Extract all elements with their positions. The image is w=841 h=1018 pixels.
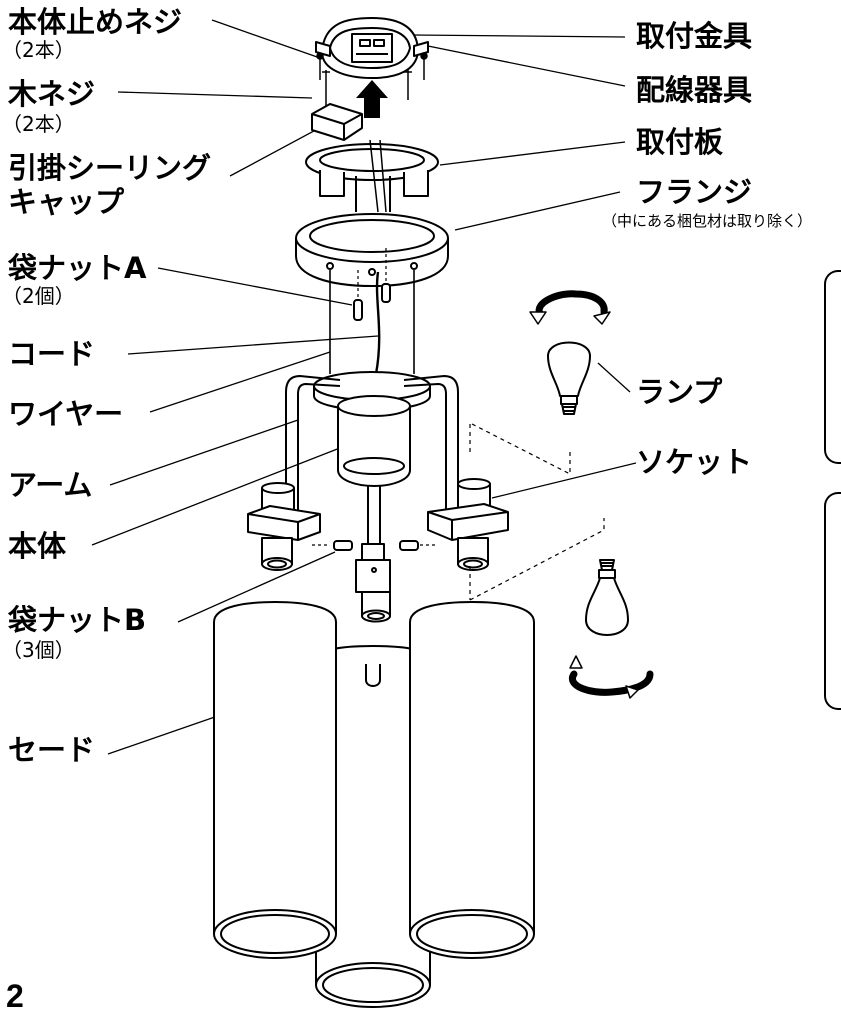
ceiling-cap (311, 103, 363, 141)
label-body: 本体 (8, 529, 67, 563)
label-body-screw: 本体止めネジ (8, 5, 183, 39)
lamp-guides (469, 423, 605, 601)
side-panel-bracket-bottom (824, 492, 841, 710)
cap-nuts-b (312, 540, 436, 551)
socket-center (355, 543, 391, 623)
label-lamp: ランプ (636, 375, 723, 409)
label-flange: フランジ (636, 175, 753, 209)
leader-lines (91, 19, 637, 755)
mounting-plate (305, 139, 439, 213)
label-cap-nut-a: 袋ナットA (8, 251, 147, 285)
label-cap-nut-b: 袋ナットB (8, 603, 147, 637)
label-wire: ワイヤー (8, 397, 124, 431)
label-mounting-bracket: 取付金具 (636, 19, 753, 53)
shade-center (315, 645, 431, 1008)
label-arm: アーム (8, 468, 93, 502)
page-number: 2 (6, 978, 24, 1014)
cord (374, 271, 381, 375)
wires (329, 270, 415, 374)
flange (295, 213, 449, 300)
wood-screws (322, 70, 412, 108)
label-flange-note: （中にある梱包材は取り除く） (602, 212, 813, 230)
label-ceiling-cap-line2: キャップ (8, 185, 125, 219)
up-arrow (356, 80, 388, 118)
rotation-arrow-bottom (569, 655, 654, 699)
shade-right (409, 601, 535, 959)
rotation-arrow-top (529, 290, 611, 325)
label-cord: コード (8, 337, 96, 371)
mounting-bracket (315, 17, 429, 79)
body-screws (316, 52, 428, 80)
socket-left (247, 482, 321, 571)
lamp-bottom (585, 559, 629, 636)
arm-assembly (285, 371, 459, 560)
label-cap-nut-a-qty: （2個） (2, 284, 75, 308)
label-socket: ソケット (636, 445, 753, 479)
label-wood-screw-qty: （2本） (2, 112, 75, 136)
label-shade: セード (8, 733, 96, 767)
side-panel-bracket-top (824, 270, 841, 464)
main-body (337, 395, 411, 487)
lamp-top (547, 341, 591, 415)
shade-left (213, 601, 337, 959)
label-ceiling-cap-line1: 引掛シーリング (8, 151, 212, 185)
label-cap-nut-b-qty: （3個） (2, 638, 75, 662)
label-body-screw-qty: （2本） (2, 38, 75, 62)
label-mounting-plate: 取付板 (636, 125, 724, 159)
label-wood-screw: 木ネジ (8, 77, 96, 111)
cap-nuts-a (353, 283, 391, 321)
label-wiring-fixture: 配線器具 (636, 73, 753, 107)
socket-right (427, 478, 509, 571)
